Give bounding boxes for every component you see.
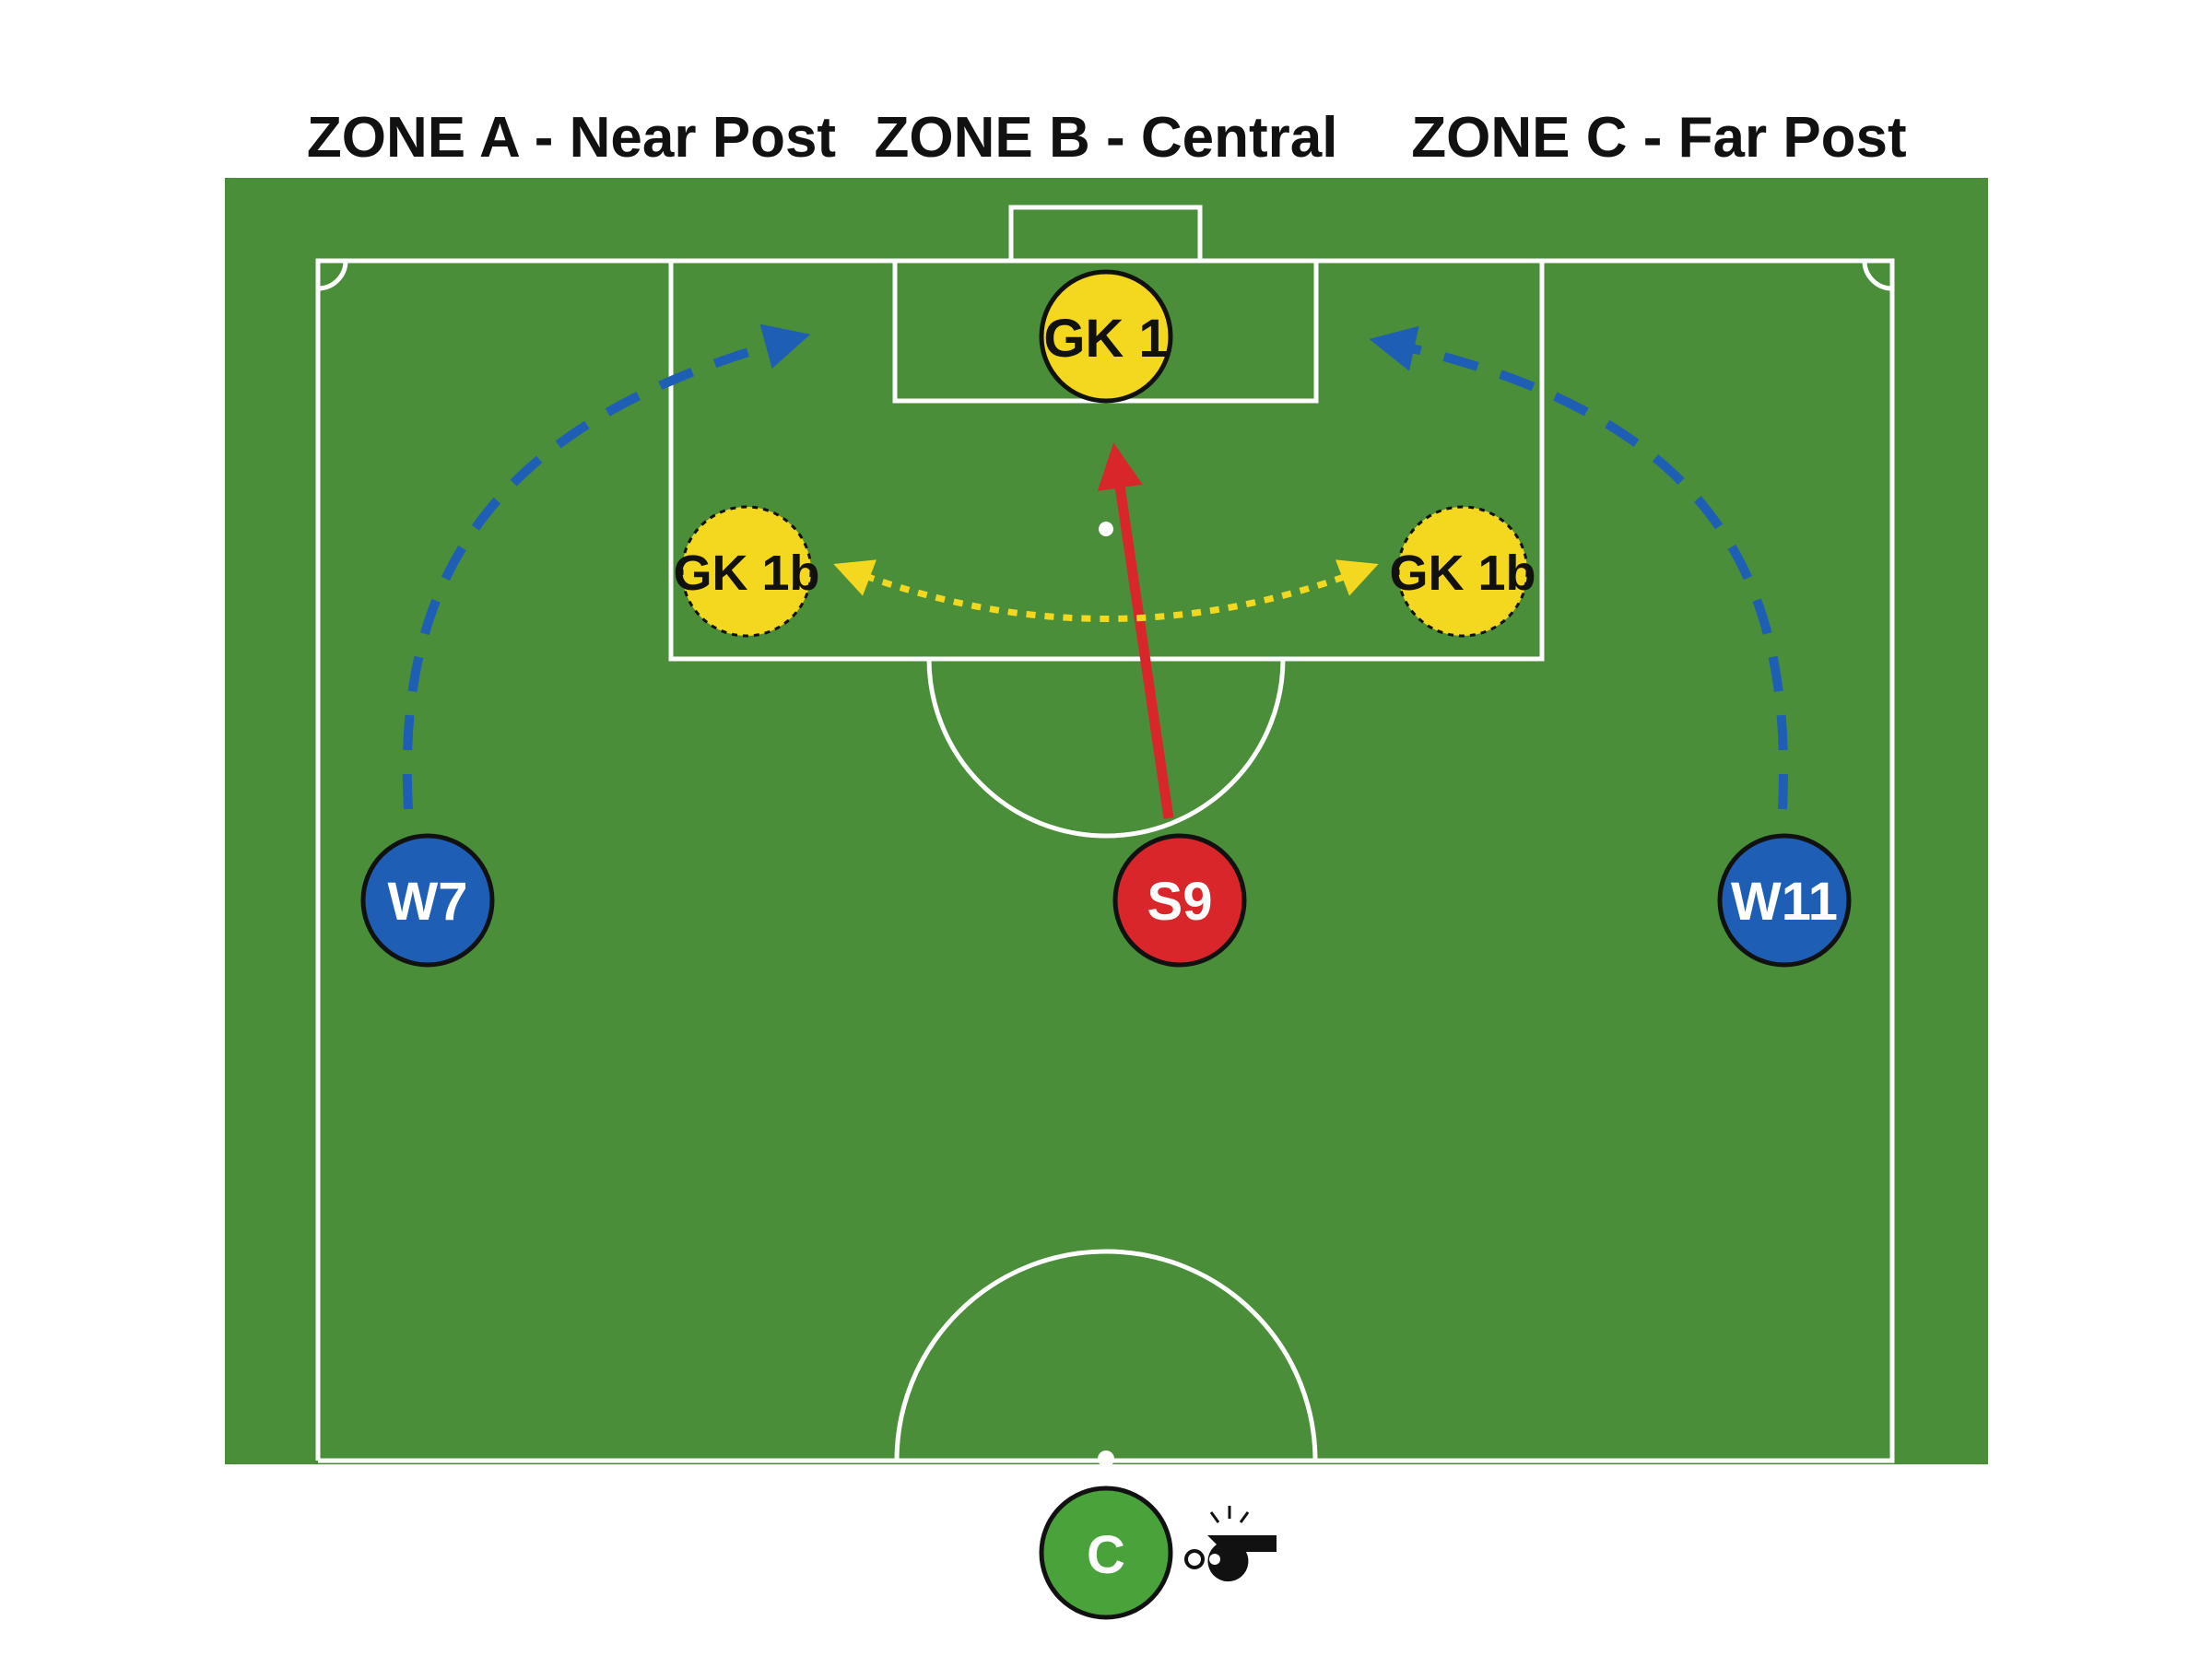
zone-c-label: ZONE C - Far Post xyxy=(1411,106,1906,170)
penalty-spot xyxy=(1099,522,1113,536)
zone-b-label: ZONE B - Central xyxy=(875,106,1338,170)
pitch-markings xyxy=(315,205,1895,1463)
striker-run-arrow xyxy=(1097,442,1174,819)
goalkeeper-alt-left-label: GK 1b xyxy=(673,546,819,601)
winger-right-token[interactable]: W11 xyxy=(1717,833,1852,968)
center-spot xyxy=(1098,1450,1114,1467)
winger-right-label: W11 xyxy=(1731,872,1838,932)
whistle-icon xyxy=(1184,1506,1277,1582)
striker-label: S9 xyxy=(1147,872,1213,932)
winger-left-label: W7 xyxy=(388,872,468,932)
goalkeeper-token[interactable]: GK 1 xyxy=(1039,269,1173,404)
goalkeeper-alt-right-token[interactable]: GK 1b xyxy=(1389,505,1536,638)
striker-token[interactable]: S9 xyxy=(1112,833,1247,968)
corner-arc-left xyxy=(317,260,348,291)
winger-right-run-arrow xyxy=(1369,325,1788,810)
coach-label: C xyxy=(1087,1525,1125,1585)
goalkeeper-alt-left-token[interactable]: GK 1b xyxy=(673,505,820,638)
winger-left-token[interactable]: W7 xyxy=(360,833,495,968)
winger-left-run-arrow xyxy=(402,323,811,810)
penalty-area xyxy=(668,258,1545,662)
center-circle xyxy=(894,1249,1318,1462)
coach-token[interactable]: C xyxy=(1039,1486,1173,1620)
goalkeeper-label: GK 1 xyxy=(1043,309,1168,369)
pitch-boundary xyxy=(315,258,1895,1463)
penalty-arc xyxy=(926,658,1286,839)
zone-a-label: ZONE A - Near Post xyxy=(307,106,836,170)
goalkeeper-alt-right-label: GK 1b xyxy=(1389,546,1535,601)
goal xyxy=(1008,205,1203,261)
corner-arc-right xyxy=(1862,260,1893,291)
keeper-shift-arrow xyxy=(833,559,1379,622)
